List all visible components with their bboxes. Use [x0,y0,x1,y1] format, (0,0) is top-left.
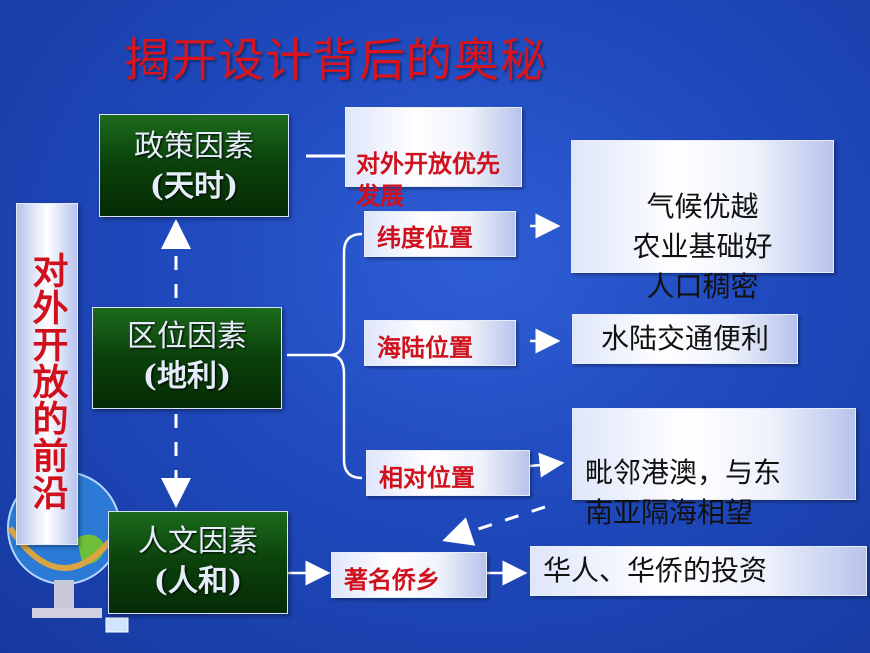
qiaoxiang-label-box: 著名侨乡 [331,552,487,598]
sea-land-label: 海陆位置 [377,334,473,362]
relative-label: 相对位置 [379,464,475,492]
latitude-result: 气候优越 农业基础好 人口稠密 [632,190,773,303]
latitude-label: 纬度位置 [377,224,473,252]
sea-land-label-box: 海陆位置 [364,320,516,366]
brace [329,232,363,480]
vertical-label: 对外开放的前沿 [26,252,68,511]
policy-result-text: 对外开放优先发展 [356,150,500,210]
investment-result-box: 华人、华侨的投资 [530,546,867,596]
sea-land-result: 水陆交通便利 [600,322,769,355]
relative-arrow [529,452,565,478]
vertical-label-box: 对外开放的前沿 [16,203,78,545]
relative-result: 毗邻港澳，与东 南亚隔海相望 [585,456,782,529]
human-factor-main: 人文因素 [138,524,258,559]
relative-result-box: 毗邻港澳，与东 南亚隔海相望 [572,408,856,529]
dashed-diagonal-arrow [442,505,546,546]
page-title: 揭开设计背后的奥秘 [124,33,547,87]
sea-land-result-box: 水陆交通便利 [572,314,798,364]
policy-factor-box: 政策因素 (天时) [99,114,289,217]
qiaoxiang-label: 著名侨乡 [344,566,440,594]
policy-result-box: 对外开放优先发展 [345,107,522,210]
human-factor-box: 人文因素 (人和) [108,511,288,614]
policy-factor-main: 政策因素 [134,129,254,164]
location-factor-main: 区位因素 [127,319,247,354]
location-factor-sub: (地利) [142,359,232,394]
location-factor-box: 区位因素 (地利) [92,307,282,409]
latitude-result-box: 气候优越 农业基础好 人口稠密 [571,140,834,303]
policy-factor-sub: (天时) [149,169,239,204]
investment-result: 华人、华侨的投资 [543,554,768,587]
relative-label-box: 相对位置 [366,450,530,496]
human-factor-sub: (人和) [153,564,243,599]
latitude-label-box: 纬度位置 [364,211,516,257]
